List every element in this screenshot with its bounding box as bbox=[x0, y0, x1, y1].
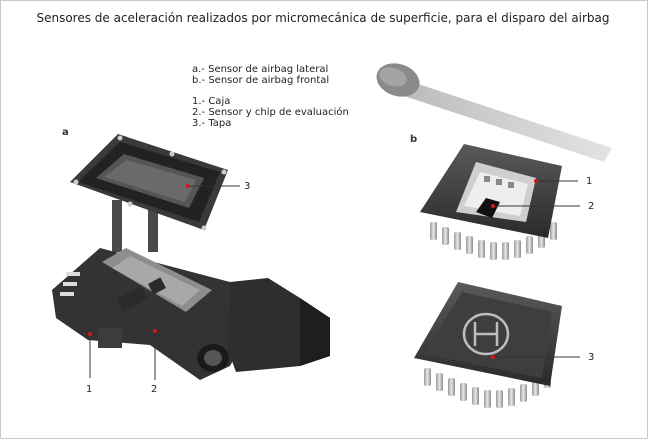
callout-b-top-1: 1 bbox=[586, 176, 593, 187]
front-sensor-chip-closed bbox=[414, 282, 562, 408]
front-sensor-chip-open bbox=[420, 144, 562, 260]
section-label-b: b bbox=[410, 134, 418, 145]
section-label-a: a bbox=[62, 127, 69, 138]
legend-item-1: 1.- Caja bbox=[192, 96, 231, 107]
legend-item-b: b.- Sensor de airbag frontal bbox=[192, 75, 330, 86]
callout-a-housing-1: 1 bbox=[86, 384, 93, 395]
callout-a-lid-3: 3 bbox=[244, 181, 251, 192]
figure-title: Sensores de aceleración realizados por m… bbox=[36, 11, 610, 25]
side-sensor-housing bbox=[52, 248, 330, 380]
legend-item-2: 2.- Sensor y chip de evaluación bbox=[192, 107, 349, 118]
legend-item-a: a.- Sensor de airbag lateral bbox=[192, 64, 329, 75]
legend-item-3: 3.- Tapa bbox=[192, 118, 232, 129]
match-stick bbox=[376, 63, 612, 162]
side-sensor-lid bbox=[70, 134, 228, 252]
callout-a-chip-2: 2 bbox=[151, 384, 158, 395]
callout-b-bottom-3: 3 bbox=[588, 352, 595, 363]
callout-b-top-2: 2 bbox=[588, 201, 595, 212]
